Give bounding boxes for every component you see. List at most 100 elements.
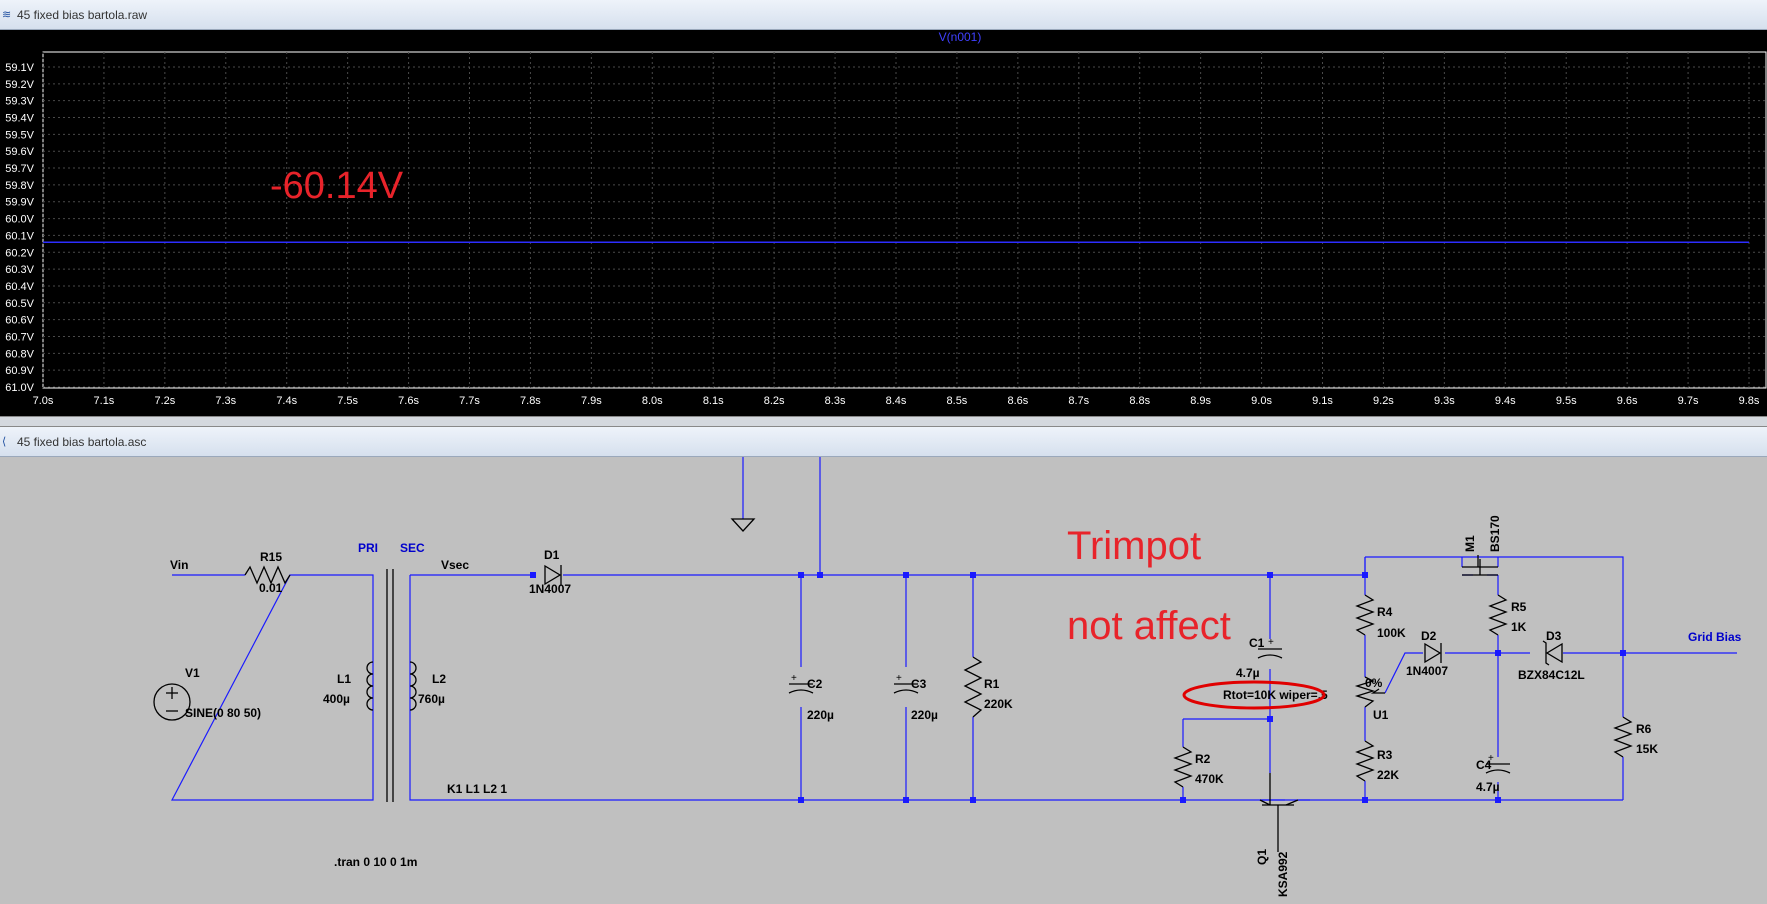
r3-name: R3 [1377,748,1393,762]
c2-value: 220µ [807,708,834,722]
schematic[interactable]: ++++ Vin Vsec R15 0.01 V1 SINE(0 80 50) … [0,454,1767,899]
pane-splitter[interactable] [0,416,1767,427]
y-tick-label: 60.7V [5,331,34,343]
wires [171,454,1737,801]
x-tick-label: 7.4s [276,395,297,407]
r4-name: R4 [1377,605,1393,619]
d1-diode-symbol [544,564,562,586]
x-tick-label: 9.1s [1312,395,1333,407]
coupling-directive: K1 L1 L2 1 [447,782,507,796]
x-tick-label: 7.8s [520,395,541,407]
y-tick-label: 59.5V [5,129,34,141]
r1-value: 220K [984,697,1013,711]
waveform-window-titlebar[interactable]: ≋ 45 fixed bias bartola.raw [0,0,1767,30]
r2-symbol [1173,746,1193,788]
r4-symbol [1355,594,1375,636]
x-tick-label: 7.3s [215,395,236,407]
x-tick-label: 7.7s [459,395,480,407]
y-tick-label: 60.8V [5,348,34,360]
c2-name: C2 [807,677,823,691]
l2-inductor-symbol [409,661,417,711]
r6-value: 15K [1636,742,1658,756]
waveform-plot[interactable]: 59.1V59.2V59.3V59.4V59.5V59.6V59.7V59.8V… [0,30,1767,416]
r5-value: 1K [1511,620,1527,634]
x-tick-label: 8.4s [886,395,907,407]
r1-name: R1 [984,677,1000,691]
tran-directive: .tran 0 10 0 1m [334,855,417,869]
l1-value: 400µ [323,692,350,706]
x-tick-label: 8.8s [1129,395,1150,407]
x-tick-label: 8.2s [764,395,785,407]
c3-name: C3 [911,677,927,691]
m1-value: BS170 [1488,515,1502,552]
r15-name: R15 [260,550,282,564]
schematic-canvas[interactable]: ++++ Vin Vsec R15 0.01 V1 SINE(0 80 50) … [0,454,1767,899]
y-tick-label: 59.9V [5,197,34,209]
r3-value: 22K [1377,768,1399,782]
d1-value: 1N4007 [529,582,571,596]
x-tick-label: 7.5s [337,395,358,407]
y-tick-label: 59.4V [5,113,34,125]
y-tick-label: 60.3V [5,264,34,276]
plot-grid [42,51,1767,389]
plot-frame [42,51,1767,389]
u1-wiper-label: 0% [1365,676,1383,690]
y-tick-label: 59.3V [5,96,34,108]
x-tick-label: 8.0s [642,395,663,407]
x-tick-label: 7.6s [398,395,419,407]
c3-capacitor-symbol [893,683,919,694]
net-label-vin: Vin [170,558,188,572]
x-tick-label: 7.0s [33,395,54,407]
junctions [530,572,1626,803]
x-tick-label: 7.1s [94,395,115,407]
q1-transistor-symbol [1259,773,1299,852]
u1-value: Rtot=10K wiper=.5 [1223,688,1328,702]
c1-capacitor-symbol [1257,648,1283,659]
x-tick-label: 8.3s [825,395,846,407]
r2-name: R2 [1195,752,1211,766]
u1-wiper-arrow [1370,688,1385,694]
waveform-window-icon: ≋ [2,9,12,21]
y-tick-label: 61.0V [5,382,34,394]
v1-source-symbol [153,683,191,721]
trace-label-vn001[interactable]: V(n001) [939,30,982,44]
d1-name: D1 [544,548,560,562]
r15-symbol [244,565,291,585]
x-tick-label: 8.7s [1068,395,1089,407]
d3-value: BZX84C12L [1518,668,1585,682]
x-tick-label: 9.2s [1373,395,1394,407]
r4-value: 100K [1377,626,1406,640]
x-tick-label: 8.9s [1190,395,1211,407]
d2-name: D2 [1421,629,1437,643]
c2-capacitor-symbol [788,683,814,694]
r3-symbol [1355,740,1375,782]
net-label-sec: SEC [400,541,425,555]
u1-pot-symbol [1354,676,1376,708]
y-tick-label: 60.4V [5,281,34,293]
d2-value: 1N4007 [1406,664,1448,678]
c4-name: C4 [1476,758,1492,772]
net-label-vsec: Vsec [441,558,469,572]
y-tick-label: 60.5V [5,298,34,310]
comment-trimpot: Trimpot [1067,524,1201,568]
l2-value: 760µ [418,692,445,706]
net-label-grid-bias: Grid Bias [1688,630,1742,644]
x-tick-label: 8.1s [703,395,724,407]
v1-value: SINE(0 80 50) [185,706,261,720]
y-tick-label: 59.6V [5,146,34,158]
r2-value: 470K [1195,772,1224,786]
ground-symbol [730,518,756,532]
r5-name: R5 [1511,600,1527,614]
y-tick-label: 60.0V [5,214,34,226]
x-tick-label: 8.6s [1007,395,1028,407]
c4-capacitor-symbol [1485,763,1511,774]
x-tick-label: 8.5s [947,395,968,407]
schematic-window-icon: ⟨ [2,436,7,448]
schematic-window-titlebar[interactable]: ⟨ 45 fixed bias bartola.asc [0,427,1767,457]
c1-name: C1 [1249,636,1265,650]
v1-name: V1 [185,666,200,680]
l2-name: L2 [432,672,446,686]
y-tick-label: 59.1V [5,62,34,74]
